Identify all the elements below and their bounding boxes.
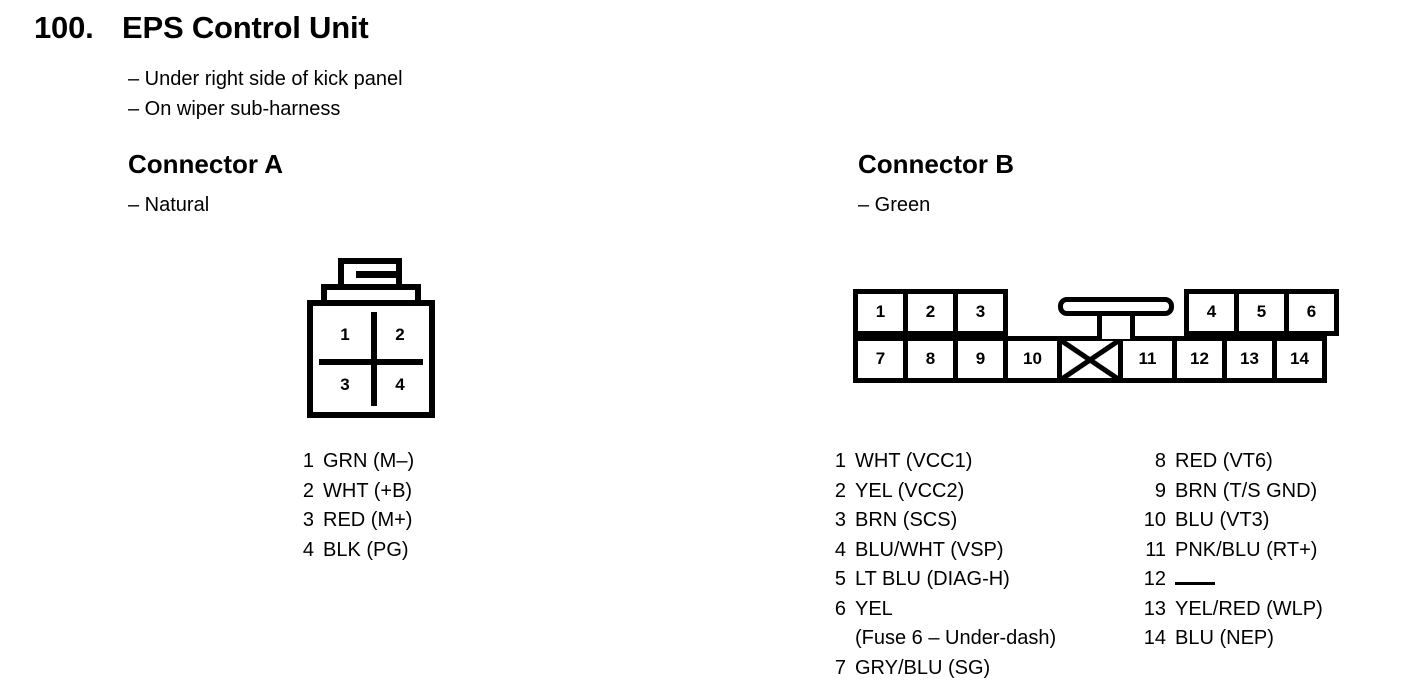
connector-b-pin-cell-12: 12 (1172, 336, 1227, 383)
connector-b-pin-cell-5: 5 (1234, 289, 1289, 336)
connector-a-colour: – Natural (128, 194, 210, 216)
connector-a-latch-icon (338, 258, 402, 284)
connector-b-pin-cell-11: 11 (1118, 336, 1177, 383)
connector-b-pin-cell-2: 2 (903, 289, 958, 336)
connector-a-body: 1 2 3 4 (307, 300, 435, 418)
connector-b-colour: – Green (858, 194, 931, 216)
connector-b-diagram: 1 2 3 4 5 6 7 8 9 10 (853, 289, 1356, 383)
connector-b-pin-cell-4: 4 (1184, 289, 1239, 336)
connector-a-pin-cell-2: 2 (371, 312, 423, 359)
pin-row-continuation: (Fuse 6 – Under-dash) (855, 627, 1057, 649)
connector-a-diagram: 1 2 3 4 (307, 258, 435, 418)
location-notes: – Under right side of kick panel – On wi… (128, 64, 403, 124)
location-note: – On wiper sub-harness (128, 98, 341, 120)
connector-b-pin-cell-7: 7 (853, 336, 908, 383)
connector-b-blocked-cell-icon (1057, 336, 1123, 383)
page-title-text: EPS Control Unit (122, 10, 369, 45)
connector-b-top-right-row: 4 5 6 (1184, 289, 1339, 336)
connector-a-section: Connector A – Natural (128, 148, 283, 220)
connector-a-heading: Connector A (128, 149, 284, 179)
x-cross-icon (1062, 341, 1118, 378)
connector-a-latch-slot (356, 271, 396, 278)
pin-row-no-connection: 12 (1140, 565, 1323, 595)
connector-b-pin-cell-10: 10 (1003, 336, 1062, 383)
connector-b-latch-bar (1058, 297, 1174, 316)
connector-a-pin-cell-3: 3 (319, 359, 371, 406)
page-title-number: 100. (34, 10, 94, 45)
connector-b-pin-cell-3: 3 (953, 289, 1008, 336)
connector-b-pin-cell-13: 13 (1222, 336, 1277, 383)
connector-a-pin-cell-4: 4 (371, 359, 423, 406)
connector-b-pin-cell-8: 8 (903, 336, 958, 383)
connector-b-pin-cell-14: 14 (1272, 336, 1327, 383)
connector-b-latch-icon (1058, 297, 1174, 339)
connector-a-pin-cell-1: 1 (340, 324, 350, 344)
connector-b-pin-cell-1: 1 (853, 289, 908, 336)
location-note: – Under right side of kick panel (128, 68, 403, 90)
no-connection-dash-icon (1175, 582, 1215, 585)
connector-b-pin-cell-9: 9 (953, 336, 1008, 383)
connector-b-heading: Connector B (858, 149, 1014, 179)
connector-b-pin-cell-6: 6 (1284, 289, 1339, 336)
connector-b-bottom-row: 7 8 9 10 11 12 13 14 (853, 336, 1327, 383)
connector-b-section: Connector B – Green (858, 148, 1014, 220)
connector-b-top-left-row: 1 2 3 (853, 289, 1008, 336)
page-title: 100. EPS Control Unit (34, 10, 369, 46)
